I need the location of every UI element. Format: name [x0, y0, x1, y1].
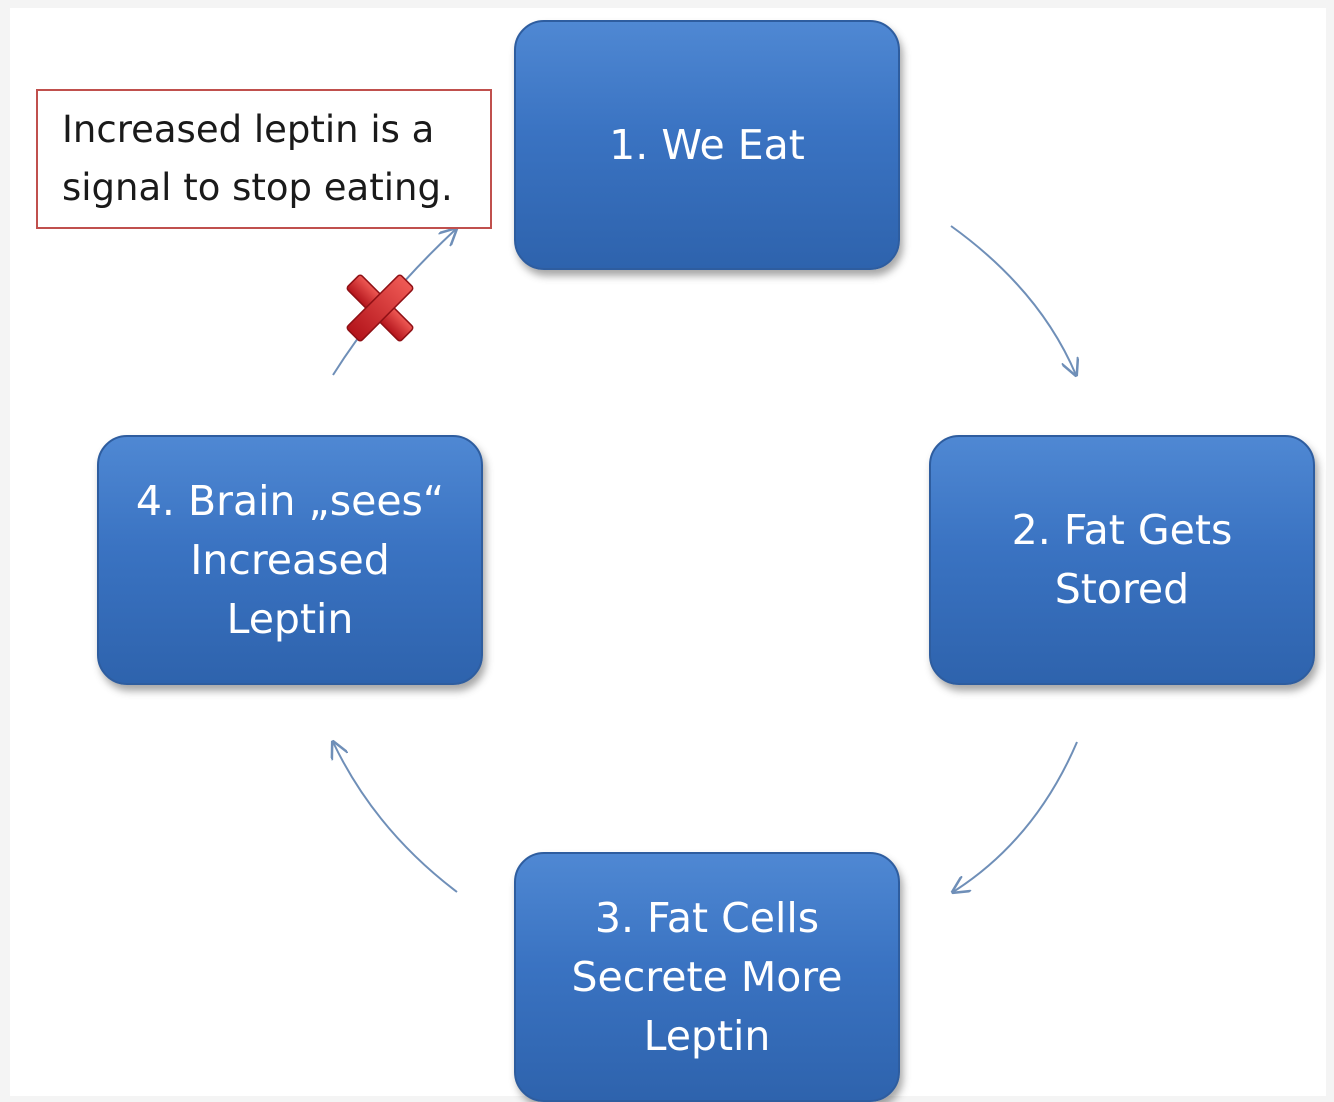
signal-callout: Increased leptin is a signal to stop eat… — [36, 89, 492, 229]
step-label: 2. Fat Gets Stored — [1011, 506, 1233, 613]
callout-text: Increased leptin is a signal to stop eat… — [62, 108, 453, 209]
step-box-we-eat: 1. We Eat — [514, 20, 900, 270]
step-box-fat-stored: 2. Fat Gets Stored — [929, 435, 1315, 685]
arrow-secrete-to-brain — [333, 742, 458, 893]
arrow-stored-to-secrete — [953, 741, 1078, 892]
step-label: 1. We Eat — [609, 120, 805, 169]
step-box-brain-sees-leptin: 4. Brain „sees“ Increased Leptin — [97, 435, 483, 685]
arrow-eat-to-stored — [950, 225, 1076, 375]
step-box-secrete-leptin: 3. Fat Cells Secrete More Leptin — [514, 852, 900, 1102]
step-label: 4. Brain „sees“ Increased Leptin — [135, 476, 445, 643]
red-x-icon — [346, 274, 414, 342]
step-label: 3. Fat Cells Secrete More Leptin — [571, 893, 843, 1060]
